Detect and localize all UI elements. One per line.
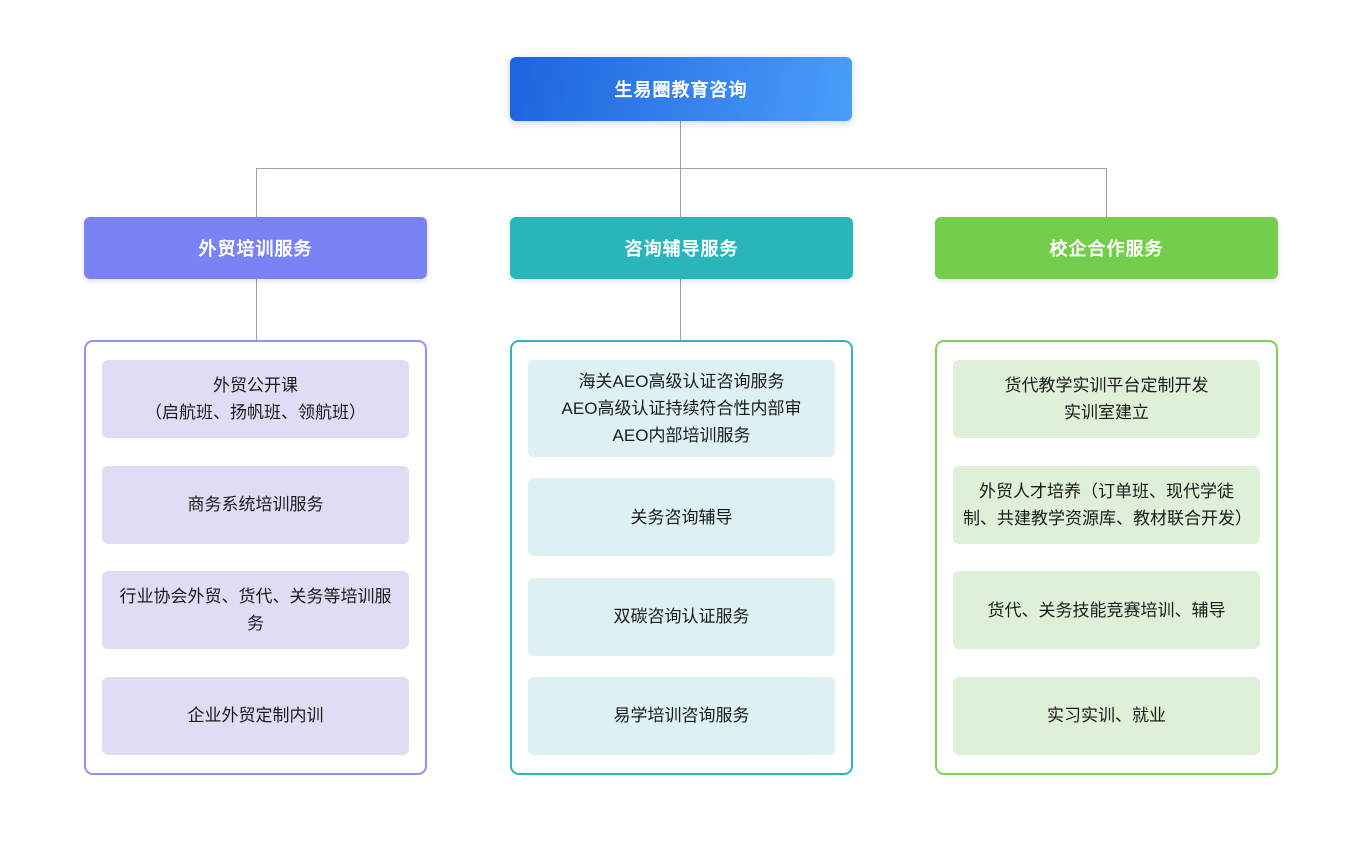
node-item[interactable]: 易学培训咨询服务 (528, 676, 835, 755)
branch-header-school-enterprise[interactable]: 校企合作服务 (935, 217, 1278, 279)
connector-branch1-drop (256, 168, 257, 217)
connector-main-horizontal (256, 168, 1107, 169)
branch-header-trade-training[interactable]: 外贸培训服务 (84, 217, 427, 279)
node-item[interactable]: 实习实训、就业 (953, 676, 1260, 755)
node-item[interactable]: 关务咨询辅导 (528, 478, 835, 557)
branch-children-consulting: 海关AEO高级认证咨询服务 AEO高级认证持续符合性内部审 AEO内部培训服务 … (510, 340, 853, 775)
branch-header-label: 咨询辅导服务 (624, 239, 739, 259)
node-item[interactable]: 海关AEO高级认证咨询服务 AEO高级认证持续符合性内部审 AEO内部培训服务 (528, 360, 835, 457)
branch-header-label: 校企合作服务 (1049, 239, 1164, 259)
node-item[interactable]: 外贸人才培养（订单班、现代学徒制、共建教学资源库、教材联合开发） (953, 465, 1260, 544)
branch-header-label: 外贸培训服务 (198, 239, 313, 259)
root-node[interactable]: 生易圈教育咨询 (510, 57, 852, 121)
node-item[interactable]: 双碳咨询认证服务 (528, 577, 835, 656)
branch-header-consulting[interactable]: 咨询辅导服务 (510, 217, 853, 279)
branch-children-school-enterprise: 货代教学实训平台定制开发 实训室建立 外贸人才培养（订单班、现代学徒制、共建教学… (935, 340, 1278, 775)
connector-branch2-drop (680, 168, 681, 217)
node-item[interactable]: 货代、关务技能竞赛培训、辅导 (953, 571, 1260, 650)
connector-root-vertical (680, 121, 681, 168)
connector-branch3-drop (1106, 168, 1107, 217)
root-node-label: 生易圈教育咨询 (614, 80, 748, 100)
connector-branch1-to-children (256, 279, 257, 340)
node-item[interactable]: 外贸公开课 （启航班、扬帆班、领航班） (102, 360, 409, 438)
connector-branch2-to-children (680, 279, 681, 340)
node-item[interactable]: 商务系统培训服务 (102, 465, 409, 544)
node-item[interactable]: 企业外贸定制内训 (102, 676, 409, 755)
node-item[interactable]: 货代教学实训平台定制开发 实训室建立 (953, 360, 1260, 438)
branch-children-trade-training: 外贸公开课 （启航班、扬帆班、领航班） 商务系统培训服务 行业协会外贸、货代、关… (84, 340, 427, 775)
node-item[interactable]: 行业协会外贸、货代、关务等培训服务 (102, 571, 409, 650)
